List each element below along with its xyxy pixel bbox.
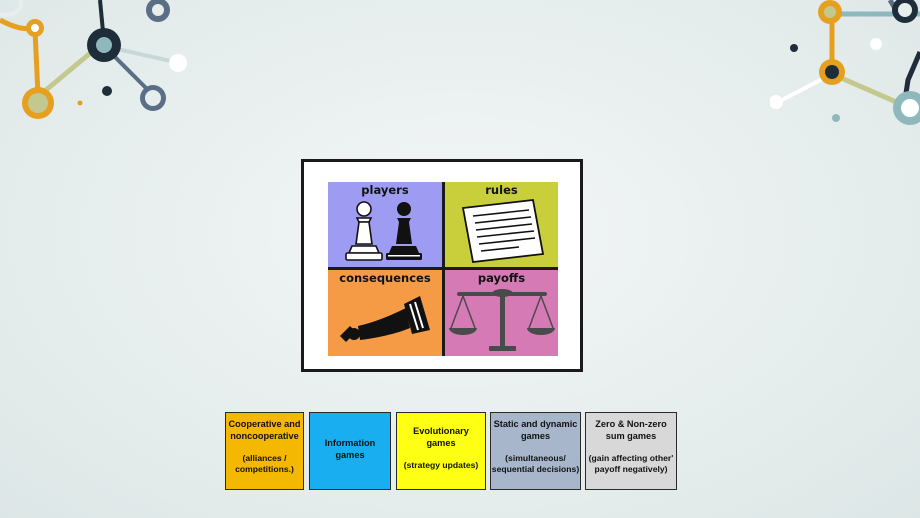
category-evolutionary-subtitle: (strategy updates) [403, 459, 479, 470]
category-cooperative: Cooperative and noncooperative (alliance… [225, 412, 304, 490]
category-zero-sum-subtitle: (gain affecting other' payoff negatively… [588, 452, 674, 475]
fallen-king-icon [340, 296, 430, 342]
category-static-dynamic-subtitle: (simultaneous/ sequential decisions) [491, 452, 580, 475]
rules-label: rules [485, 183, 518, 197]
balance-scale-icon [449, 289, 555, 351]
payoffs-quadrant: payoffs [445, 270, 558, 356]
category-evolutionary-title: Evolutionary games [413, 426, 469, 449]
payoffs-label: payoffs [477, 271, 526, 285]
category-cooperative-title: Cooperative and noncooperative [228, 419, 301, 442]
molecule-decoration-top-left [0, 0, 187, 119]
game-elements-figure: players [301, 159, 583, 372]
game-elements-grid: players [328, 182, 558, 356]
category-zero-sum-title: Zero & Non-zero sum games [595, 419, 667, 442]
category-static-dynamic: Static and dynamic games (simultaneous/ … [490, 412, 581, 490]
consequences-label: consequences [339, 271, 431, 285]
players-label: players [361, 183, 409, 197]
molecule-decoration-top-right [770, 0, 920, 125]
consequences-quadrant: consequences [328, 270, 442, 356]
category-information: Information games [309, 412, 391, 490]
category-cooperative-subtitle: (alliances / competitions.) [235, 452, 294, 475]
white-pawn-icon [345, 201, 383, 261]
black-pawn-icon [386, 202, 422, 260]
category-zero-sum: Zero & Non-zero sum games (gain affectin… [585, 412, 677, 490]
rule-sheet-icon [461, 199, 545, 263]
category-static-dynamic-title: Static and dynamic games [493, 419, 578, 442]
pawn-pieces-icon [345, 201, 422, 261]
players-quadrant: players [328, 182, 442, 267]
category-evolutionary: Evolutionary games (strategy updates) [396, 412, 486, 490]
category-information-title: Information games [324, 438, 376, 461]
rules-quadrant: rules [445, 182, 558, 267]
